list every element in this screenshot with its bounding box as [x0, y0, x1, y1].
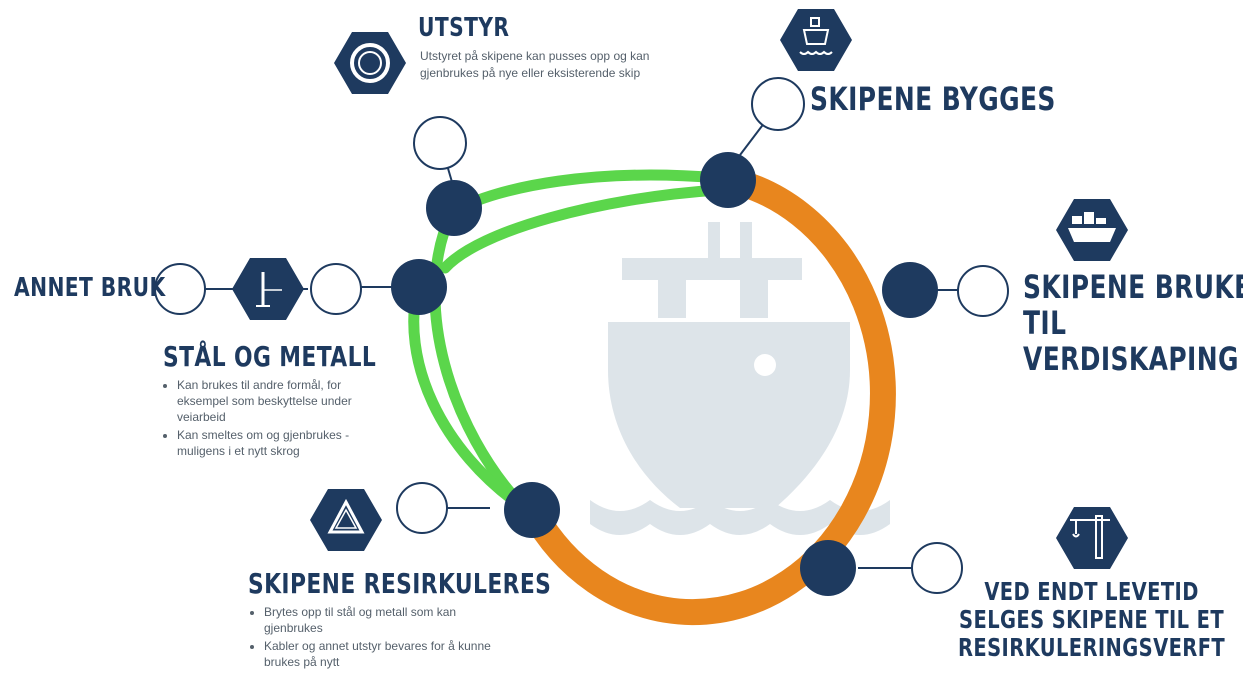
steel-beam-icon: [232, 258, 304, 320]
placeholder-circle: [154, 263, 206, 315]
placeholder-circle: [413, 116, 467, 170]
container-ship-icon: [1056, 199, 1128, 261]
skipene-brukes-line-3: VERDISKAPING: [1023, 339, 1239, 378]
node-skipene-brukes: [882, 262, 938, 318]
recycle-triangle-icon: [310, 489, 382, 551]
utstyr-title: UTSTYR: [418, 13, 510, 43]
placeholder-circle: [310, 263, 362, 315]
ship-porthole: [754, 354, 776, 376]
node-resirkuleres: [504, 482, 560, 538]
levetid-line-2: SELGES SKIPENE TIL ET: [959, 605, 1225, 634]
node-utstyr: [426, 180, 482, 236]
staal-og-metall-bullets: Kan brukes til andre formål, for eksempe…: [163, 377, 392, 461]
staal-og-metall-title: STÅL OG METALL: [163, 340, 377, 373]
annet-bruk-title: ANNET BRUK: [14, 273, 166, 303]
skipene-bygges-title: SKIPENE BYGGES: [810, 80, 1056, 118]
utstyr-description: Utstyret på skipene kan pusses opp og ka…: [420, 49, 650, 80]
placeholder-circle: [396, 482, 448, 534]
placeholder-circle: [751, 77, 805, 131]
node-skipene-bygges: [700, 152, 756, 208]
crane-icon: [1056, 507, 1128, 569]
ship-watermark-icon: [590, 222, 890, 535]
node-levetid: [800, 540, 856, 596]
equipment-ring-icon: [334, 32, 406, 94]
bullet-item: Kabler og annet utstyr bevares for å kun…: [264, 638, 499, 670]
bullet-item: Kan smeltes om og gjenbrukes - muligens …: [177, 427, 392, 459]
placeholder-circle: [957, 265, 1009, 317]
skipene-resirkuleres-bullets: Brytes opp til stål og metall som kan gj…: [250, 604, 499, 672]
bullet-item: Brytes opp til stål og metall som kan gj…: [264, 604, 499, 636]
skipene-brukes-title: SKIPENE BRUKES TIL VERDISKAPING: [1023, 268, 1243, 378]
use-cycle-arc: [520, 165, 896, 626]
ved-endt-levetid-title: VED ENDT LEVETID SELGES SKIPENE TIL ET R…: [958, 578, 1225, 662]
node-staal: [391, 259, 447, 315]
placeholder-circle: [911, 542, 963, 594]
skipene-brukes-line-1: SKIPENE BRUKES: [1023, 268, 1243, 306]
ship-icon: [780, 9, 852, 71]
skipene-brukes-line-2: TIL: [1023, 303, 1067, 342]
bullet-item: Kan brukes til andre formål, for eksempe…: [177, 377, 392, 425]
levetid-line-3: RESIRKULERINGSVERFT: [958, 633, 1226, 662]
skipene-resirkuleres-title: SKIPENE RESIRKULERES: [248, 567, 552, 600]
levetid-line-1: VED ENDT LEVETID: [984, 577, 1199, 606]
